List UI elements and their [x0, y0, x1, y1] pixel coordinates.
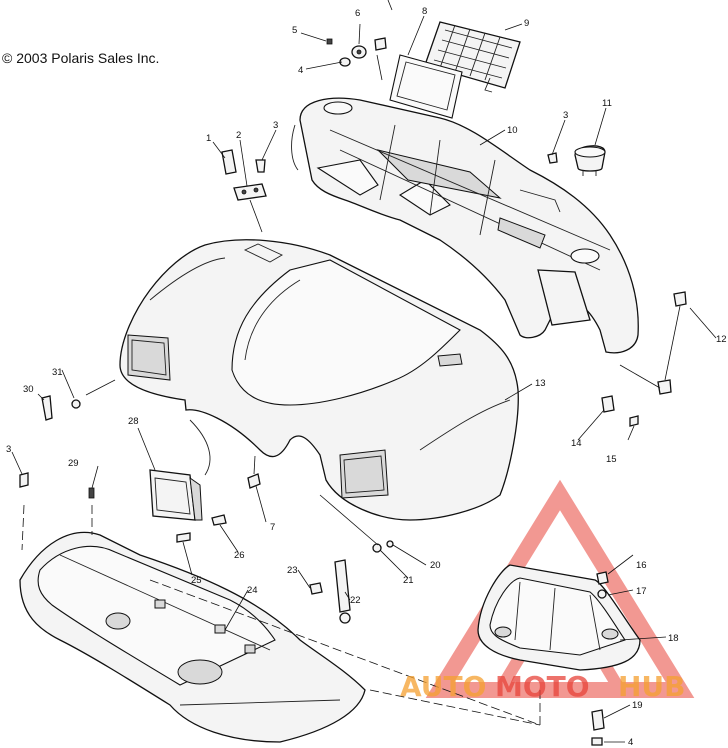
callout-7: 7	[270, 522, 275, 533]
callout-9: 9	[524, 18, 529, 29]
callout-labels: 1 2 3 3 3 4 4 5 6 7 8 9 10 11 12 13 14 1…	[6, 6, 727, 748]
leader-lines	[11, 15, 717, 743]
callout-31: 31	[52, 367, 63, 378]
callout-5: 5	[292, 25, 297, 36]
callout-13: 13	[535, 378, 546, 389]
headlight-part-28	[149, 469, 203, 521]
callout-4b: 4	[628, 737, 633, 748]
callout-11: 11	[602, 98, 612, 109]
callout-15: 15	[606, 454, 617, 465]
callout-1: 1	[206, 133, 211, 144]
watermark-text-moto: MOTO	[495, 670, 590, 703]
callout-18: 18	[668, 633, 679, 644]
callout-16: 16	[636, 560, 647, 571]
callout-2: 2	[236, 130, 241, 141]
hardware-top	[326, 0, 393, 81]
callout-8: 8	[422, 6, 427, 17]
callout-28: 28	[128, 416, 139, 427]
callout-12: 12	[716, 334, 727, 345]
callout-25: 25	[191, 575, 202, 586]
callout-4a: 4	[298, 65, 303, 76]
callout-17: 17	[636, 586, 647, 597]
callout-14: 14	[571, 438, 582, 449]
watermark-text-hub: HUB	[618, 670, 686, 703]
callout-26: 26	[234, 550, 245, 561]
callout-19: 19	[632, 700, 643, 711]
callout-24: 24	[247, 585, 258, 596]
copyright-notice: © 2003 Polaris Sales Inc.	[2, 50, 160, 66]
callout-22: 22	[350, 595, 361, 606]
callout-3c: 3	[6, 444, 11, 455]
callout-6: 6	[355, 8, 360, 19]
rear-rack-part-10	[291, 97, 639, 354]
callout-23: 23	[287, 565, 298, 576]
callout-21: 21	[403, 575, 414, 586]
grille-frame-part-8	[389, 54, 463, 119]
body-part-13	[119, 239, 519, 521]
hardware-misc	[19, 149, 687, 746]
callout-3a: 3	[273, 120, 278, 131]
cap-part-11	[574, 145, 606, 176]
watermark-text-auto: AUTO	[400, 670, 486, 703]
callout-10: 10	[507, 125, 518, 136]
callout-29: 29	[68, 458, 79, 469]
front-fender-part-24	[19, 531, 366, 743]
callout-20: 20	[430, 560, 441, 571]
callout-3b: 3	[563, 110, 568, 121]
callout-30: 30	[23, 384, 34, 395]
watermark-text: AUTO MOTO HUB	[400, 670, 686, 703]
